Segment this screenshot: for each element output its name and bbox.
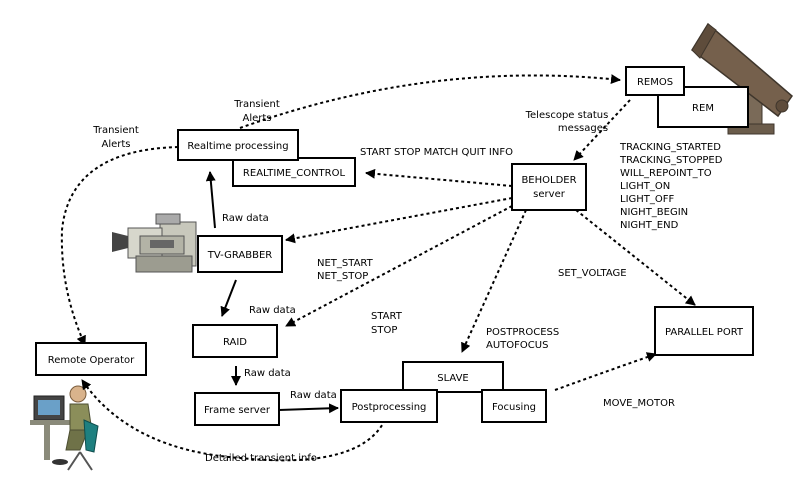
autofocus-label: AUTOFOCUS	[486, 340, 548, 351]
slave-node: SLAVE	[402, 361, 504, 393]
focusing-label: Focusing	[492, 402, 536, 413]
telescope-status-label: Telescope status	[525, 110, 609, 121]
start-label: START	[371, 311, 403, 322]
set-voltage-label: SET_VOLTAGE	[558, 268, 627, 279]
raw-data-label-3: Raw data	[244, 368, 291, 379]
parallel-port-node: PARALLEL PORT	[654, 306, 754, 356]
raid-node: RAID	[192, 324, 278, 358]
focusing-node: Focusing	[481, 389, 547, 423]
parallel-port-label: PARALLEL PORT	[665, 327, 744, 338]
transient-alerts-label-a: Transient	[233, 99, 280, 110]
raid-label: RAID	[223, 337, 247, 348]
tv-camera-icon	[112, 213, 197, 273]
transient-alerts-label-a2: Alerts	[242, 113, 271, 124]
tv-grabber-node: TV-GRABBER	[197, 235, 283, 273]
tracking-message-0: TRACKING_STARTED	[619, 142, 721, 153]
remos-label: REMOS	[637, 77, 673, 88]
detailed-transient-label: Detailed transient info	[205, 453, 317, 464]
remos-node: REMOS	[625, 66, 685, 96]
move-motor-label: MOVE_MOTOR	[603, 398, 675, 409]
tracking-message-1: TRACKING_STOPPED	[619, 155, 723, 166]
command-list-label: START STOP MATCH QUIT INFO	[360, 147, 513, 158]
realtime-control-label: REALTIME_CONTROL	[243, 168, 346, 179]
raw-data-label-4: Raw data	[290, 390, 337, 401]
transient-alerts-label-b: Transient	[92, 125, 139, 136]
postprocessing-label: Postprocessing	[352, 402, 427, 413]
tracking-message-5: NIGHT_BEGIN	[620, 207, 688, 218]
remote-operator-label: Remote Operator	[48, 355, 135, 366]
raw-data-label-1: Raw data	[222, 213, 269, 224]
postprocess-label: POSTPROCESS	[486, 327, 559, 338]
raw-data-label-2: Raw data	[249, 305, 296, 316]
tracking-message-4: LIGHT_OFF	[620, 194, 675, 205]
beholder-server-node: BEHOLDER server	[511, 163, 587, 211]
transient-alerts-label-b2: Alerts	[101, 139, 130, 150]
telescope-status-label-2: messages	[558, 123, 608, 134]
realtime-processing-node: Realtime processing	[177, 129, 299, 161]
tracking-message-2: WILL_REPOINT_TO	[620, 168, 712, 179]
frame-server-node: Frame server	[194, 392, 280, 426]
slave-label: SLAVE	[437, 373, 469, 384]
tv-grabber-label: TV-GRABBER	[207, 250, 273, 261]
net-stop-label: NET_STOP	[317, 271, 368, 282]
beholder-sublabel: server	[533, 189, 566, 200]
rem-label: REM	[692, 103, 714, 114]
frame-server-label: Frame server	[204, 405, 271, 416]
beholder-label: BEHOLDER	[521, 175, 576, 186]
postprocessing-node: Postprocessing	[340, 389, 438, 423]
remote-operator-node: Remote Operator	[35, 342, 147, 376]
stop-label: STOP	[371, 325, 397, 336]
realtime-control-node: REALTIME_CONTROL	[232, 157, 356, 187]
realtime-processing-label: Realtime processing	[187, 141, 288, 152]
operator-at-computer-icon	[30, 385, 99, 471]
tracking-message-6: NIGHT_END	[620, 220, 679, 231]
tracking-message-3: LIGHT_ON	[620, 181, 670, 192]
net-start-label: NET_START	[317, 258, 374, 269]
